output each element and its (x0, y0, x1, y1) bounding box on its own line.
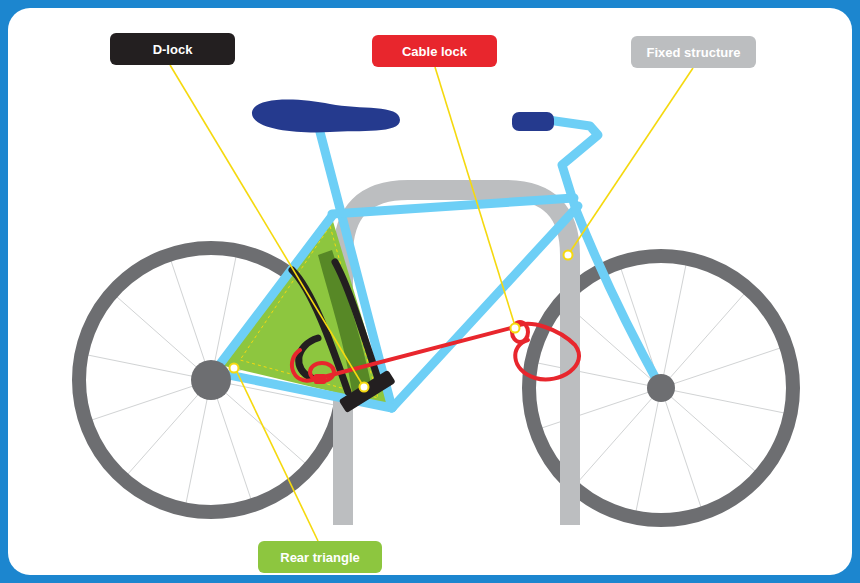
spoke (542, 388, 661, 428)
spoke (661, 265, 686, 388)
bike-frame (214, 120, 661, 408)
leader-markers (230, 251, 573, 392)
front-hub (647, 374, 675, 402)
callout-box: D-lock (110, 33, 235, 65)
spoke (661, 348, 780, 388)
cable-lock (292, 322, 579, 381)
d-lock-crossbar (339, 370, 396, 413)
leader-lines (170, 65, 693, 541)
callout-label: D-lock (153, 42, 193, 57)
callout-label: Fixed structure (647, 45, 741, 60)
spoke (661, 388, 701, 507)
saddle (252, 100, 400, 133)
callout-label: Cable lock (402, 44, 467, 59)
wheel-spokes (88, 257, 785, 512)
callout-box: Rear triangle (258, 541, 382, 573)
spoke (636, 388, 661, 511)
spoke (538, 363, 661, 388)
callout-box: Cable lock (372, 35, 497, 67)
callout-label: Rear triangle (280, 550, 359, 565)
cable-lock-end (314, 374, 326, 384)
spoke (661, 388, 784, 413)
rear-hub (191, 360, 231, 400)
callout-box: Fixed structure (631, 36, 756, 68)
panel (8, 8, 852, 575)
handlebar-grip (512, 112, 554, 131)
